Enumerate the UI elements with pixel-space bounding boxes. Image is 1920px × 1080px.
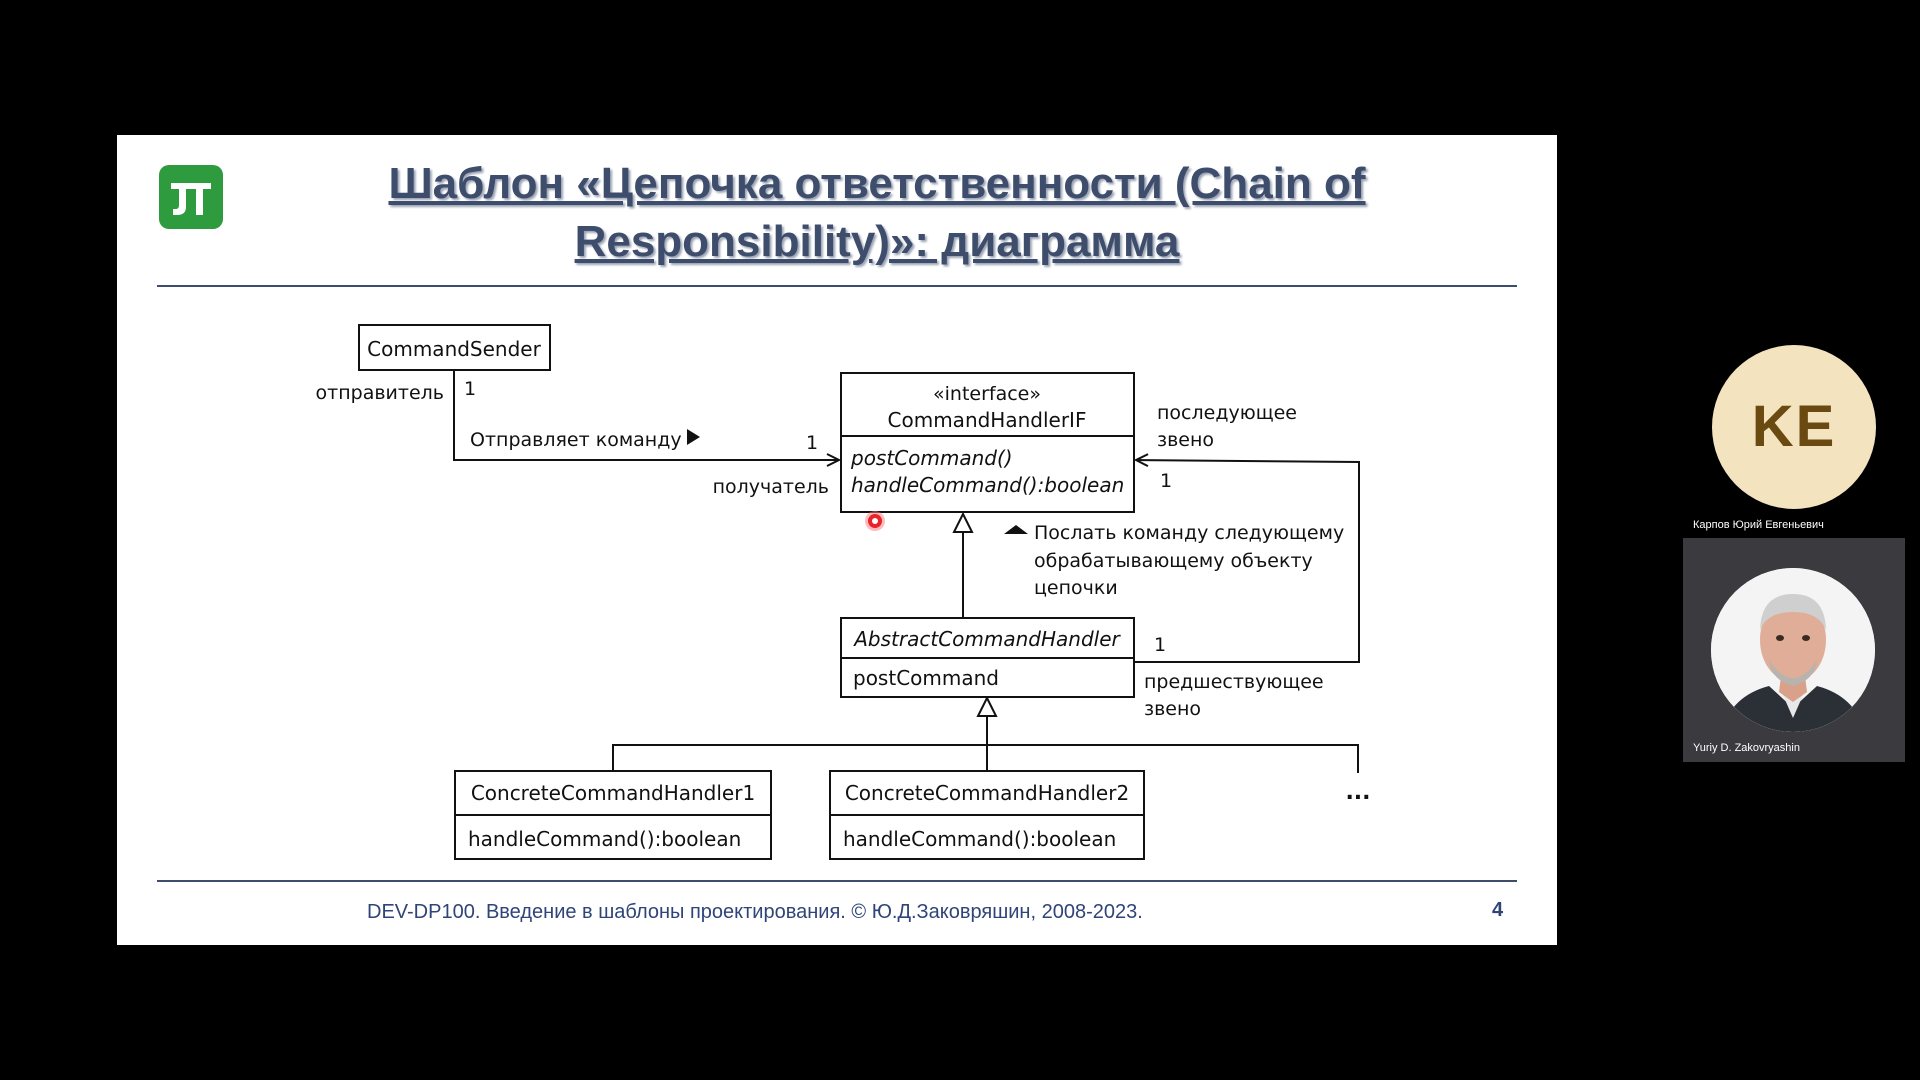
receiver-role-label: получатель — [713, 476, 829, 498]
sender-multiplicity: 1 — [464, 378, 476, 400]
sender-role-label: отправитель — [316, 382, 444, 404]
forward-note-line2: обрабатывающему объекту — [1034, 550, 1313, 572]
concrete-handler2-name: ConcreteCommandHandler2 — [845, 781, 1129, 805]
forward-note-line1: Послать команду следующему — [1034, 522, 1344, 544]
predecessor-multiplicity: 1 — [1154, 634, 1166, 656]
person-portrait-icon — [1711, 568, 1875, 732]
successor-label-line2: звено — [1157, 429, 1214, 451]
inheritance-branch-line — [612, 744, 1359, 773]
slide-title: Шаблон «Цепочка ответственности (Chain o… — [388, 159, 1366, 266]
successor-association-line — [1134, 460, 1360, 663]
command-sender-label: CommandSender — [367, 337, 541, 361]
participant-name-yz: Yuriy D. Zakovryashin — [1693, 742, 1800, 754]
concrete-handler1-op: handleCommand():boolean — [468, 827, 741, 851]
presentation-slide: Шаблон «Цепочка ответственности (Chain o… — [117, 135, 1557, 945]
participant-avatar-ke[interactable]: KE — [1712, 345, 1876, 509]
sends-command-label: Отправляет команду — [470, 429, 682, 451]
slide-footer: DEV-DP100. Введение в шаблоны проектиров… — [367, 901, 1143, 923]
note-triangle-icon — [1004, 525, 1028, 534]
interface-op-post-command: postCommand() — [850, 446, 1013, 470]
more-handlers-ellipsis: ... — [1345, 780, 1370, 805]
command-handler-if-box — [840, 372, 1135, 513]
slide-page-number: 4 — [1492, 899, 1504, 921]
uml-diagram: CommandSender отправитель 1 Отправляет к… — [316, 324, 1371, 860]
predecessor-label-line1: предшествующее — [1144, 671, 1324, 693]
title-divider — [157, 285, 1517, 287]
laser-pointer — [868, 514, 882, 528]
abstract-attribute: postCommand — [853, 666, 999, 690]
participant-video-tile[interactable]: Yuriy D. Zakovryashin — [1683, 538, 1905, 762]
receiver-multiplicity: 1 — [806, 432, 818, 454]
footer-divider — [157, 880, 1517, 882]
predecessor-label-line2: звено — [1144, 698, 1201, 720]
concrete-handler1-name: ConcreteCommandHandler1 — [471, 781, 755, 805]
command-sender-box — [358, 324, 551, 371]
successor-multiplicity: 1 — [1160, 470, 1172, 492]
concrete-handler2-op: handleCommand():boolean — [843, 827, 1116, 851]
realization-triangle-icon — [952, 511, 974, 533]
participant-video-avatar — [1711, 568, 1875, 732]
interface-op-handle-command: handleCommand():boolean — [851, 473, 1124, 497]
send-association-line — [453, 370, 839, 460]
pi-logo-icon — [171, 183, 211, 215]
inheritance-triangle-icon — [976, 695, 998, 717]
direction-triangle-icon — [687, 429, 700, 445]
participant-name-ke: Карпов Юрий Евгеньевич — [1693, 519, 1824, 531]
abstract-class-name: AbstractCommandHandler — [852, 627, 1121, 651]
forward-note-line3: цепочки — [1034, 577, 1118, 599]
interface-stereotype: «interface» — [933, 383, 1041, 405]
interface-name: CommandHandlerIF — [888, 408, 1087, 432]
logo — [159, 165, 223, 229]
successor-label-line1: последующее — [1157, 402, 1297, 424]
